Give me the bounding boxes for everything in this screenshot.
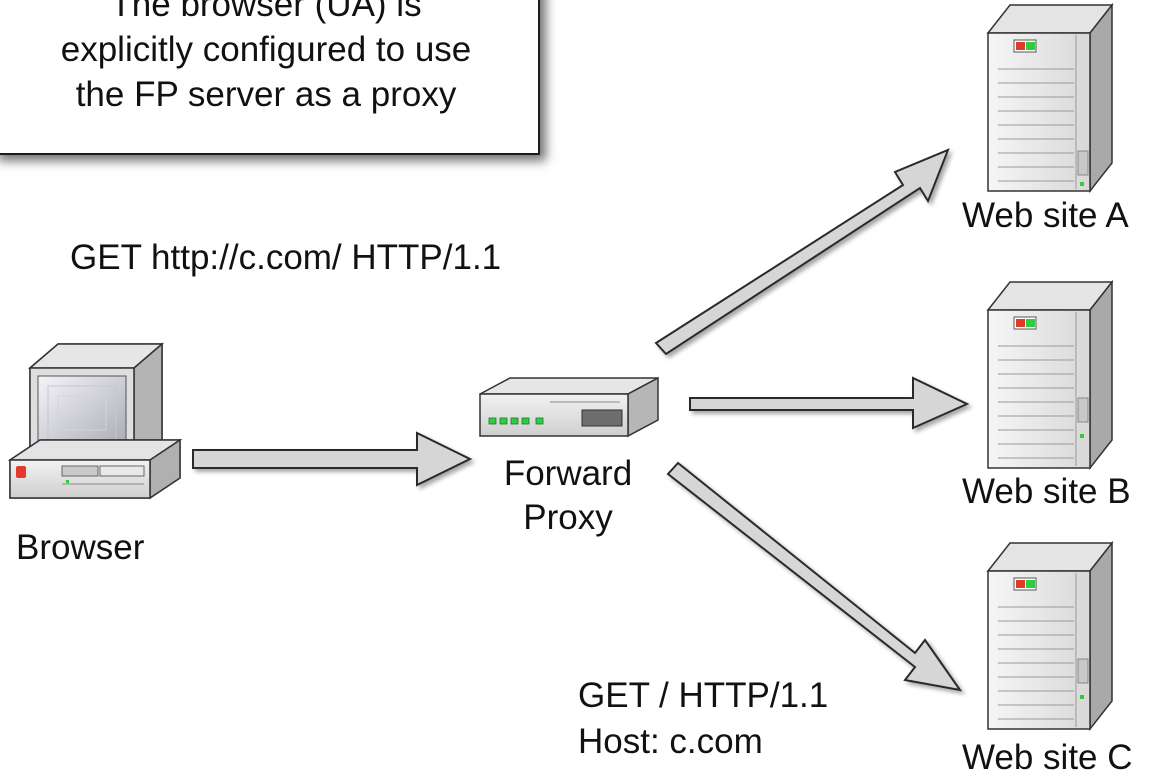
callout-box: The browser (UA) is explicitly configure… [0, 0, 540, 155]
arrow-browser-to-proxy [192, 431, 473, 487]
proxy-device-icon [479, 376, 659, 438]
request-top-label: GET http://c.com/ HTTP/1.1 [70, 238, 502, 277]
server-a-icon [986, 2, 1114, 194]
site-b-label: Web site B [962, 472, 1131, 511]
arrows [192, 148, 970, 692]
request-bottom-label: GET / HTTP/1.1 Host: c.com [578, 676, 829, 761]
arrow-proxy-to-site-c [666, 461, 963, 692]
arrow-proxy-to-site-a [654, 148, 950, 356]
browser-computer-icon [7, 342, 183, 500]
site-a-label: Web site A [962, 196, 1129, 235]
proxy-label: Forward Proxy [503, 454, 633, 537]
server-c-icon [986, 540, 1114, 732]
server-b-icon [986, 279, 1114, 471]
site-c-label: Web site C [962, 738, 1133, 777]
arrow-proxy-to-site-b [689, 376, 970, 430]
browser-label: Browser [16, 528, 145, 567]
callout-text: The browser (UA) is explicitly configure… [60, 0, 472, 114]
